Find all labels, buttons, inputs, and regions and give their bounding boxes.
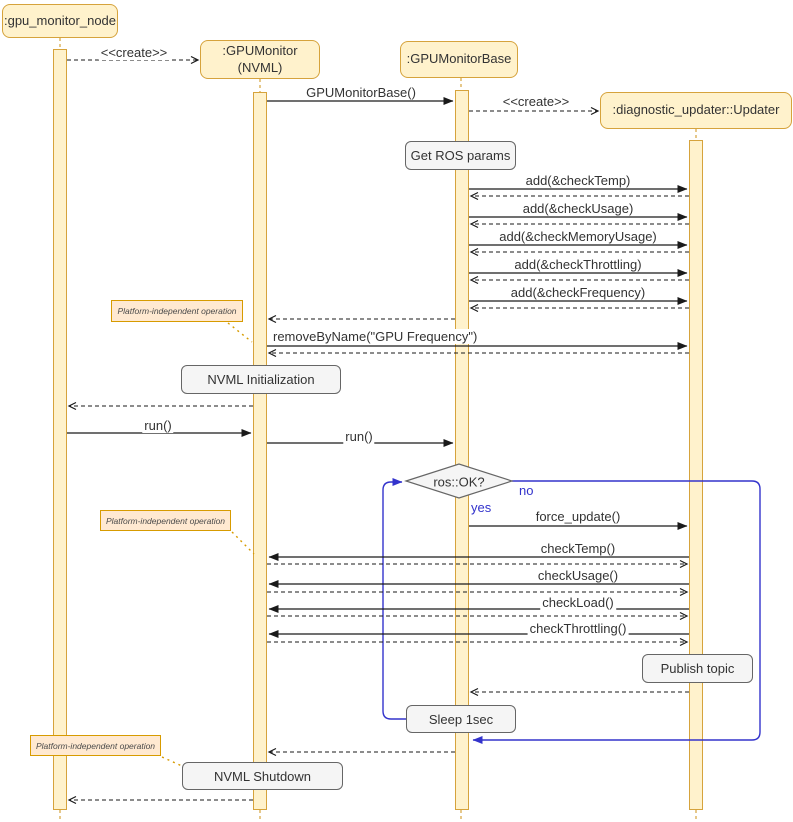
participant-gpu-monitor: :GPUMonitor (NVML) xyxy=(200,40,320,79)
loop-flow xyxy=(382,478,761,744)
note-label: Platform-independent operation xyxy=(105,515,226,526)
note-platform-independent-3: Platform-independent operation xyxy=(30,735,161,756)
decision-yes-label: yes xyxy=(471,500,492,515)
action-publish-topic: Publish topic xyxy=(642,654,753,683)
participant-label: :GPUMonitor xyxy=(222,43,298,59)
note-connector-3 xyxy=(161,756,183,767)
activation-bar-gpu-monitor xyxy=(253,92,267,810)
activation-bar-gpu-monitor-base xyxy=(455,90,469,810)
message-add-frequency: add(&checkFrequency) xyxy=(508,285,648,300)
action-nvml-shutdown: NVML Shutdown xyxy=(182,762,343,790)
message-ctor: GPUMonitorBase() xyxy=(304,85,418,100)
return-arrows xyxy=(67,55,689,805)
action-label: Get ROS params xyxy=(410,148,511,163)
lifeline-stubs xyxy=(59,38,697,820)
note-platform-independent-2: Platform-independent operation xyxy=(100,510,231,531)
message-run-monitor: run() xyxy=(343,429,375,444)
activation-bar-updater xyxy=(689,140,703,810)
action-label: Publish topic xyxy=(660,661,735,676)
message-create-monitor: <<create>> xyxy=(98,45,170,60)
message-force-update: force_update() xyxy=(533,509,623,524)
decision-no-label: no xyxy=(519,483,534,498)
participant-label: :diagnostic_updater::Updater xyxy=(612,102,780,118)
note-connector-1 xyxy=(227,322,253,343)
message-check-load: checkLoad() xyxy=(540,595,616,610)
participant-gpu-monitor-node: :gpu_monitor_node xyxy=(2,4,118,38)
message-add-temp: add(&checkTemp) xyxy=(523,173,633,188)
action-get-ros-params: Get ROS params xyxy=(405,141,516,170)
message-remove-by-name: removeByName("GPU Frequency") xyxy=(271,329,480,344)
action-label: Sleep 1sec xyxy=(428,711,494,727)
loop-exit-edge xyxy=(472,480,761,744)
message-check-temp: checkTemp() xyxy=(538,541,618,556)
message-create-updater: <<create>> xyxy=(500,94,572,109)
participant-label: :GPUMonitorBase xyxy=(406,51,512,67)
action-sleep-1sec: Sleep 1sec xyxy=(406,705,516,733)
activation-bar-gpu-monitor-node xyxy=(53,49,67,810)
note-connector-2 xyxy=(231,531,255,555)
participant-gpu-monitor-base: :GPUMonitorBase xyxy=(400,41,518,78)
participant-updater: :diagnostic_updater::Updater xyxy=(600,92,792,129)
note-label: Platform-independent operation xyxy=(117,306,237,316)
note-label: Platform-independent operation xyxy=(35,740,156,751)
action-nvml-initialization: NVML Initialization xyxy=(181,365,341,394)
participant-label: :gpu_monitor_node xyxy=(3,12,117,28)
action-label: NVML Initialization xyxy=(207,372,315,387)
note-connectors xyxy=(161,322,255,767)
message-add-usage: add(&checkUsage) xyxy=(520,201,636,216)
message-add-throttling: add(&checkThrottling) xyxy=(512,257,644,272)
note-platform-independent-1: Platform-independent operation xyxy=(111,300,243,322)
message-check-usage: checkUsage() xyxy=(535,568,621,583)
decision-condition: ros::OK? xyxy=(433,474,485,490)
action-label: NVML Shutdown xyxy=(213,768,312,784)
message-add-memory: add(&checkMemoryUsage) xyxy=(497,229,659,244)
decision-diamond xyxy=(404,463,514,499)
participant-label: (NVML) xyxy=(237,59,283,75)
loop-back-edge xyxy=(382,478,406,720)
message-check-throttling: checkThrottling() xyxy=(527,621,629,636)
call-arrows xyxy=(67,97,689,638)
message-run-node: run() xyxy=(142,418,174,433)
